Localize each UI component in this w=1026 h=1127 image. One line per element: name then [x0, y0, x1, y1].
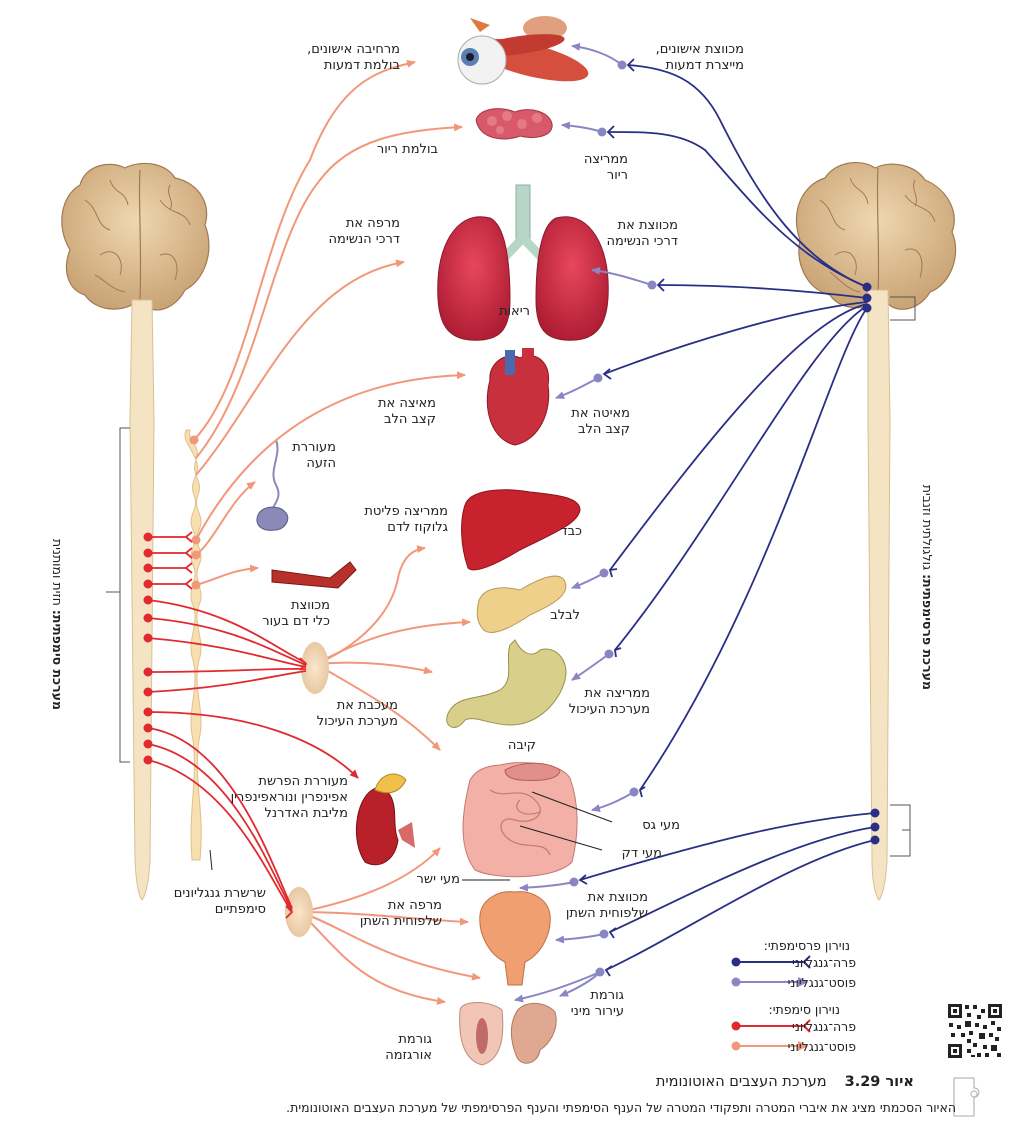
celiac-ganglion [301, 642, 329, 694]
eye-organ [457, 16, 589, 85]
liver-label: כבד [560, 524, 583, 539]
saliva-symp-label: בולמת ריור [376, 142, 438, 157]
right-spinal-cord [867, 289, 891, 901]
sympathetic-bracket [119, 427, 130, 763]
stomach-label: קיבה [507, 738, 536, 753]
parasympathetic-bracket-cranial [890, 296, 916, 321]
sympathetic-system-label: מערכת סימפתית: חזית ומותנית [50, 538, 65, 710]
legend-para-title: נוירון פרסימפתי: [763, 938, 850, 953]
left-spinal-cord [129, 299, 155, 901]
legend [731, 955, 811, 1051]
pancreas-organ [476, 575, 567, 633]
legend-symp-pre: פרה־גנגליוני [792, 1019, 856, 1034]
salivary-gland [475, 108, 553, 140]
left-brain [61, 162, 210, 311]
sympathetic-chain [184, 429, 202, 861]
inferior-mesenteric-ganglion [285, 887, 313, 937]
right-brain [795, 161, 957, 310]
small-intestine-label: מעי דק [621, 846, 662, 861]
parasympathetic-system-label: מערכת פרסימפתית: גולגולתית וזנבית [920, 484, 935, 690]
symp-pre-dots [143, 532, 153, 765]
kidney-adrenal [355, 773, 415, 866]
para-pre-lines [579, 64, 876, 971]
book-icon [953, 1077, 980, 1117]
caption-title: איור 3.29מערכת העצבים האוטונומית [655, 1074, 914, 1090]
leader-lines [209, 791, 613, 881]
genitals-organ [459, 1002, 557, 1066]
intestines-organ [462, 762, 578, 878]
symp-pre-lines [147, 531, 359, 913]
lungs-label: ריאות [498, 304, 530, 319]
eye-para-label: מכווצת אישונים,מייצרת דמעות [655, 42, 744, 73]
legend-para-post: פוסט־גנגליוני [787, 975, 856, 990]
para-post-bulbs [569, 60, 657, 977]
qr-code-icon[interactable] [947, 1003, 1003, 1059]
legend-symp-title: נוירון סימפתי: [768, 1002, 840, 1017]
large-intestine-label: מעי גס [642, 818, 680, 833]
blood-vessel [271, 561, 357, 589]
symp-post-bulbs [189, 435, 321, 917]
rectum-label: מעי ישר [416, 872, 460, 887]
para-pre-dots [862, 282, 880, 845]
figure-label: איור 3.29 [844, 1074, 914, 1090]
symp-pre-tips [285, 657, 308, 919]
stomach-organ [446, 639, 567, 728]
para-pre-tips [578, 58, 665, 977]
eye-symp-label: מרחיבה אישונים,בולמת דמעות [307, 42, 400, 73]
heart-organ [486, 348, 550, 446]
symp-post-lines [193, 59, 481, 1005]
lungs-organ [437, 184, 609, 341]
caption-body: האיור הסכמתי מציג את איברי המטרה ותפקודי… [286, 1100, 956, 1115]
bladder-organ [479, 891, 551, 986]
sweat-gland [256, 439, 289, 531]
liver-organ [461, 489, 581, 571]
legend-symp-post: פוסט־גנגליוני [787, 1039, 856, 1054]
legend-para-pre: פרה־גנגליוני [792, 955, 856, 970]
pancreas-label: לבלב [550, 608, 580, 623]
